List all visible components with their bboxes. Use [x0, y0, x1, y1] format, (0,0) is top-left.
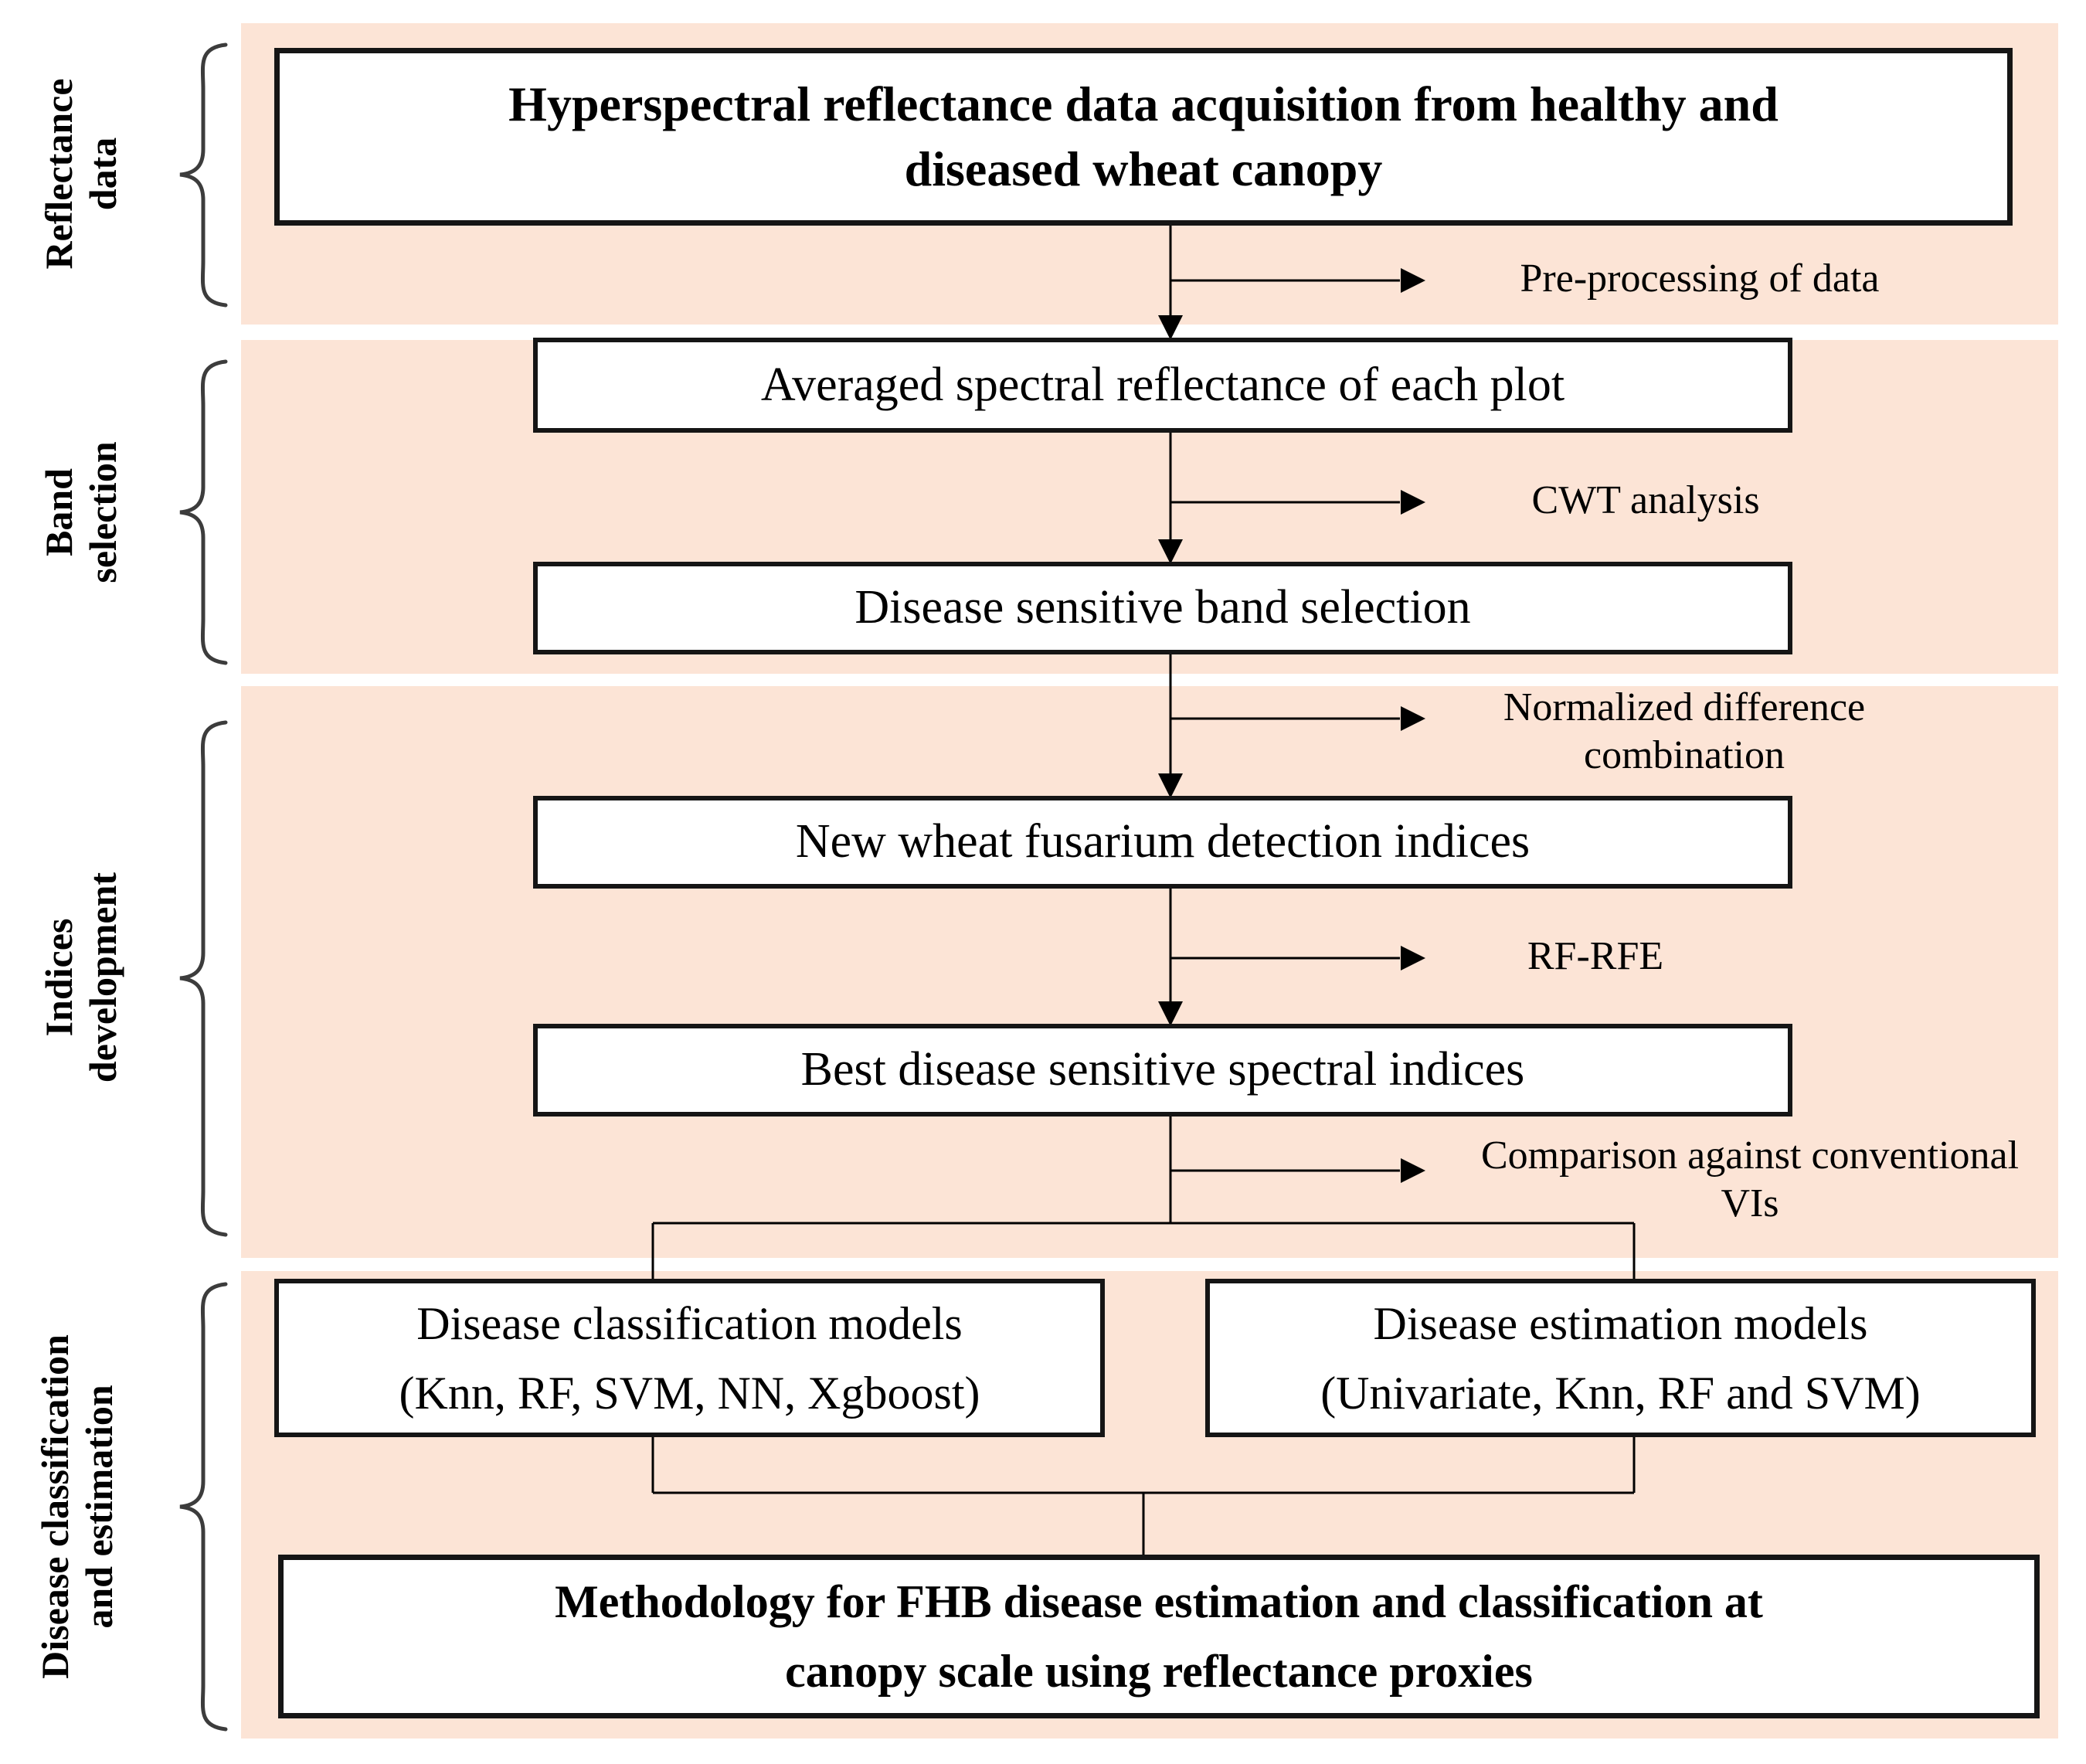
curly-brace-disease-classification-icon — [179, 1282, 228, 1732]
arrowhead-down-bandselection — [1158, 539, 1183, 564]
annotation-comparison-vis: Comparison against conventional VIs — [1480, 1134, 2020, 1226]
box-best-spectral-indices: Best disease sensitive spectral indices — [533, 1024, 1792, 1117]
side-label-band-selection: Band selection — [37, 441, 124, 583]
box-methodology: Methodology for FHB disease estimation a… — [278, 1555, 2040, 1718]
annotation-rf-rfe: RF-RFE — [1527, 934, 1664, 978]
box-averaged-reflectance: Averaged spectral reflectance of each pl… — [533, 338, 1792, 433]
box-estimation-models: Disease estimation models (Univariate, K… — [1205, 1279, 2036, 1437]
annotation-normalized-difference: Normalized difference combination — [1503, 685, 1866, 778]
arrowhead-down-bestindices — [1158, 1001, 1183, 1026]
arrowhead-down-averaged — [1158, 315, 1183, 340]
arrowhead-right-cwt — [1401, 490, 1425, 515]
curly-brace-band-selection-icon — [179, 359, 228, 665]
box-hyperspectral-acquisition: Hyperspectral reflectance data acquisiti… — [274, 48, 2013, 226]
curly-brace-reflectance-data-icon — [179, 42, 228, 308]
box-disease-band-selection: Disease sensitive band selection — [533, 562, 1792, 654]
arrowhead-down-newindices — [1158, 773, 1183, 798]
arrowhead-right-comparison — [1401, 1158, 1425, 1183]
box-new-fusarium-indices: New wheat fusarium detection indices — [533, 796, 1792, 889]
side-label-disease-classification: Disease classification and estimation — [33, 1334, 121, 1679]
box-classification-models: Disease classification models (Knn, RF, … — [274, 1279, 1105, 1437]
arrowhead-right-preprocessing — [1401, 268, 1425, 293]
side-label-indices-development: Indices development — [37, 872, 124, 1083]
annotation-cwt-analysis: CWT analysis — [1531, 478, 1760, 522]
section-bg-indices-development — [241, 686, 2058, 1258]
annotation-preprocessing: Pre-processing of data — [1520, 257, 1880, 301]
side-label-reflectance-data: Reflectance data — [37, 78, 124, 270]
arrowhead-right-normalized — [1401, 706, 1425, 731]
curly-brace-indices-development-icon — [179, 720, 228, 1237]
arrowhead-right-rfrfe — [1401, 946, 1425, 970]
